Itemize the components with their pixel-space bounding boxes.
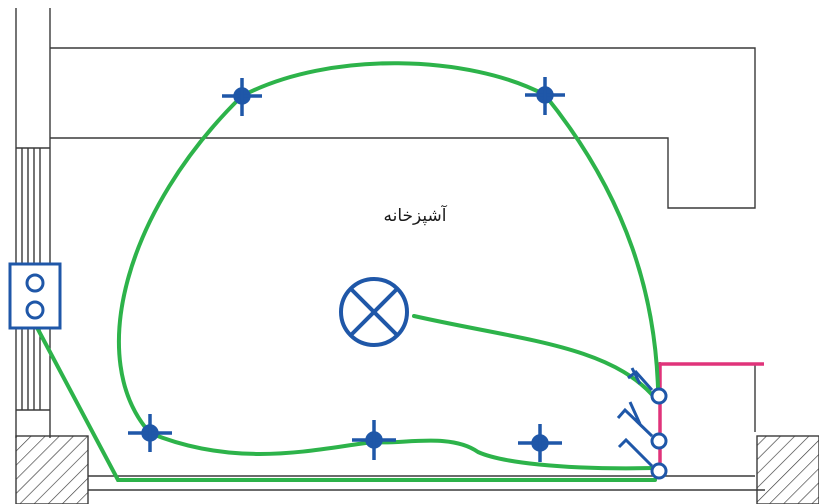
ceiling-light-icon	[352, 420, 396, 460]
riser-line	[658, 362, 764, 472]
ceiling-light-icon	[128, 414, 172, 452]
wire-light-loop	[116, 61, 660, 471]
outlet-cross-icon	[339, 277, 409, 347]
electrical-panel-icon	[8, 262, 62, 330]
wire-lamp-switch	[412, 314, 657, 400]
hatched-wall-left	[15, 435, 89, 504]
wiring	[31, 61, 660, 482]
wire-panel-feed	[31, 318, 657, 482]
ceiling-lights	[128, 77, 565, 462]
switch-icon	[627, 367, 668, 405]
hatched-wall-right	[756, 435, 819, 504]
upper-cabinet-outline	[50, 47, 756, 209]
switch-icon	[617, 437, 668, 480]
room-label: آشپزخانه	[383, 206, 447, 226]
walls	[15, 8, 765, 491]
ceiling-light-icon	[518, 424, 562, 462]
switch-group	[616, 367, 668, 480]
switch-icon	[616, 401, 668, 450]
ceiling-light-icon	[222, 78, 262, 116]
ceiling-light-icon	[525, 77, 565, 115]
